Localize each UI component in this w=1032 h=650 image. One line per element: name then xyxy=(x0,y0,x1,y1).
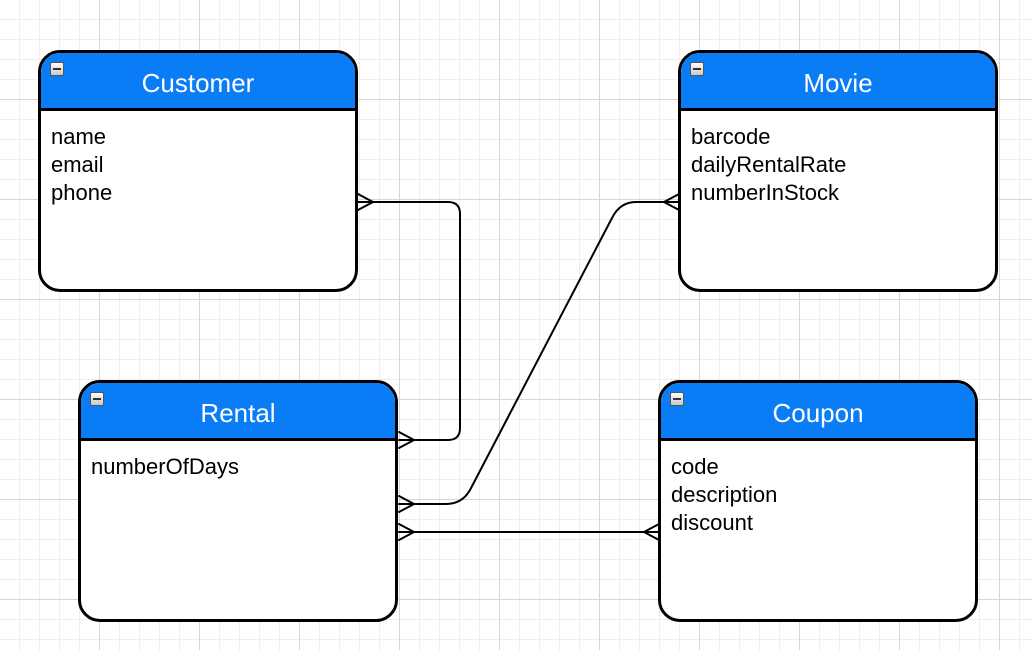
attribute-list: barcode dailyRentalRate numberInStock xyxy=(681,111,995,207)
attribute-item: email xyxy=(51,152,104,177)
entity-header: Movie xyxy=(681,53,995,111)
attribute-item: barcode xyxy=(691,124,771,149)
crowfoot-rental-end-1 xyxy=(398,431,415,449)
attribute-list: name email phone xyxy=(41,111,355,207)
attribute-list: numberOfDays xyxy=(81,441,395,481)
attribute-item: description xyxy=(671,482,778,507)
relationship-customer-rental[interactable] xyxy=(357,193,461,449)
entity-header: Rental xyxy=(81,383,395,441)
attribute-item: numberOfDays xyxy=(91,454,239,479)
entity-header: Customer xyxy=(41,53,355,111)
entity-movie[interactable]: Movie barcode dailyRentalRate numberInSt… xyxy=(678,50,998,292)
crowfoot-coupon-end xyxy=(643,523,660,541)
entity-rental[interactable]: Rental numberOfDays xyxy=(78,380,398,622)
entity-title: Customer xyxy=(141,68,255,98)
collapse-icon[interactable] xyxy=(690,62,704,76)
attribute-item: name xyxy=(51,124,107,149)
crowfoot-customer-end xyxy=(357,193,374,211)
attribute-item: code xyxy=(671,454,719,479)
collapse-icon[interactable] xyxy=(90,392,104,406)
relationship-coupon-rental[interactable] xyxy=(398,523,660,541)
entity-header: Coupon xyxy=(661,383,975,441)
attribute-item: numberInStock xyxy=(691,180,839,205)
entity-customer[interactable]: Customer name email phone xyxy=(38,50,358,292)
relationship-movie-rental[interactable] xyxy=(398,193,680,513)
collapse-icon[interactable] xyxy=(50,62,64,76)
crowfoot-movie-end xyxy=(663,193,680,211)
attribute-item: dailyRentalRate xyxy=(691,152,847,177)
entity-title: Movie xyxy=(803,68,873,98)
crowfoot-rental-end-3 xyxy=(398,523,415,541)
collapse-icon[interactable] xyxy=(670,392,684,406)
crowfoot-rental-end-2 xyxy=(398,495,415,513)
entity-title: Rental xyxy=(200,398,276,428)
entity-coupon[interactable]: Coupon code description discount xyxy=(658,380,978,622)
entity-title: Coupon xyxy=(772,398,864,428)
attribute-item: phone xyxy=(51,180,113,205)
attribute-item: discount xyxy=(671,510,753,535)
attribute-list: code description discount xyxy=(661,441,975,537)
